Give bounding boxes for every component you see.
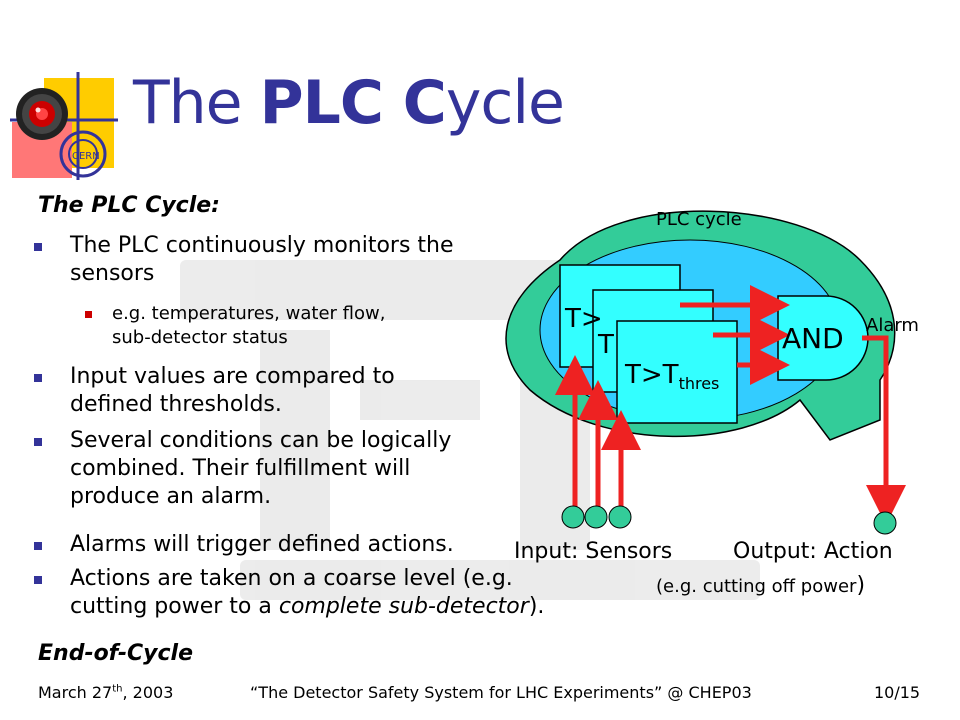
section-heading: The PLC Cycle:: [38, 193, 220, 218]
bullet-combine: Several conditions can be logically comb…: [33, 427, 452, 511]
bullet-compare-line2: defined thresholds.: [70, 392, 282, 417]
bullet-combine-line3: produce an alarm.: [70, 484, 272, 509]
bullet-compare: Input values are compared to defined thr…: [34, 363, 395, 419]
footer-date-tail: , 2003: [122, 683, 174, 702]
and-gate-label: AND: [782, 322, 844, 355]
output-note-a: (e.g. cutting off power: [656, 576, 857, 597]
threshold-box-3: [616, 320, 738, 424]
arrow-alarm-output: [862, 335, 906, 525]
output-action-label: Output: Action: [733, 539, 893, 564]
title-part2: PLC C: [259, 68, 447, 138]
bullet-actions-emphasis: complete sub-detector: [278, 594, 529, 619]
threshold-box-2-text: T: [598, 330, 614, 360]
bullet-monitor-line2: sensors: [70, 261, 155, 286]
bullet-actions-line1: Actions are taken on a coarse level (e.g…: [70, 566, 513, 591]
threshold-box-1-text: T>: [565, 304, 603, 334]
end-of-cycle-heading: End-of-Cycle: [38, 641, 193, 666]
threshold-box-3-main: T>T: [625, 360, 679, 390]
bullet-combine-line1: Several conditions can be logically: [70, 428, 452, 453]
footer-date: March 27th, 2003: [38, 683, 173, 702]
bullet-monitor-line1: The PLC continuously monitors the: [70, 233, 454, 258]
sub-bullet-examples: e.g. temperatures, water flow, sub-detec…: [84, 302, 386, 350]
and-gate: [777, 295, 869, 381]
footer-date-main: March 27: [38, 683, 113, 702]
title-part3: ycle: [445, 68, 565, 138]
plc-cycle-label: PLC cycle: [656, 209, 742, 230]
bullet-actions-text-c: ).: [528, 594, 545, 619]
sensor-node-2: [584, 505, 608, 529]
bullet-actions: Actions are taken on a coarse level (e.g…: [33, 565, 544, 621]
bullet-alarms: Alarms will trigger defined actions.: [34, 532, 454, 557]
bullet-monitor: The PLC continuously monitors the sensor…: [34, 232, 454, 288]
bullet-compare-line1: Input values are compared to: [70, 364, 395, 389]
threshold-box-3-sub: thres: [678, 374, 720, 394]
title-part1: The: [133, 68, 260, 138]
footer-page-number: 10/15: [874, 683, 921, 702]
page-title: The PLC Cycle: [133, 68, 565, 138]
action-node: [873, 511, 897, 535]
svg-text:CERN: CERN: [72, 151, 100, 162]
bullet-actions-line2: cutting power to a complete sub-detector…: [70, 593, 544, 621]
alarm-label: Alarm: [866, 315, 919, 336]
footer-talk-title: “The Detector Safety System for LHC Expe…: [250, 683, 752, 702]
sensor-node-1: [561, 505, 585, 529]
output-note: (e.g. cutting off power): [656, 573, 865, 598]
output-note-b: ): [856, 573, 866, 598]
sub-bullet-line2: sub-detector status: [112, 327, 288, 348]
bullet-combine-line2: combined. Their fulfillment will: [70, 456, 411, 481]
threshold-box-3-text: T>Tthres: [625, 360, 719, 393]
bullet-actions-text-a: cutting power to a: [70, 594, 279, 619]
plc-cycle-diagram: [505, 210, 906, 535]
footer-date-sup: th: [112, 683, 123, 695]
hal-camera-icon: [16, 88, 68, 140]
input-sensors-label: Input: Sensors: [514, 539, 673, 564]
sub-bullet-line1: e.g. temperatures, water flow,: [112, 303, 386, 324]
sensor-node-3: [608, 505, 632, 529]
